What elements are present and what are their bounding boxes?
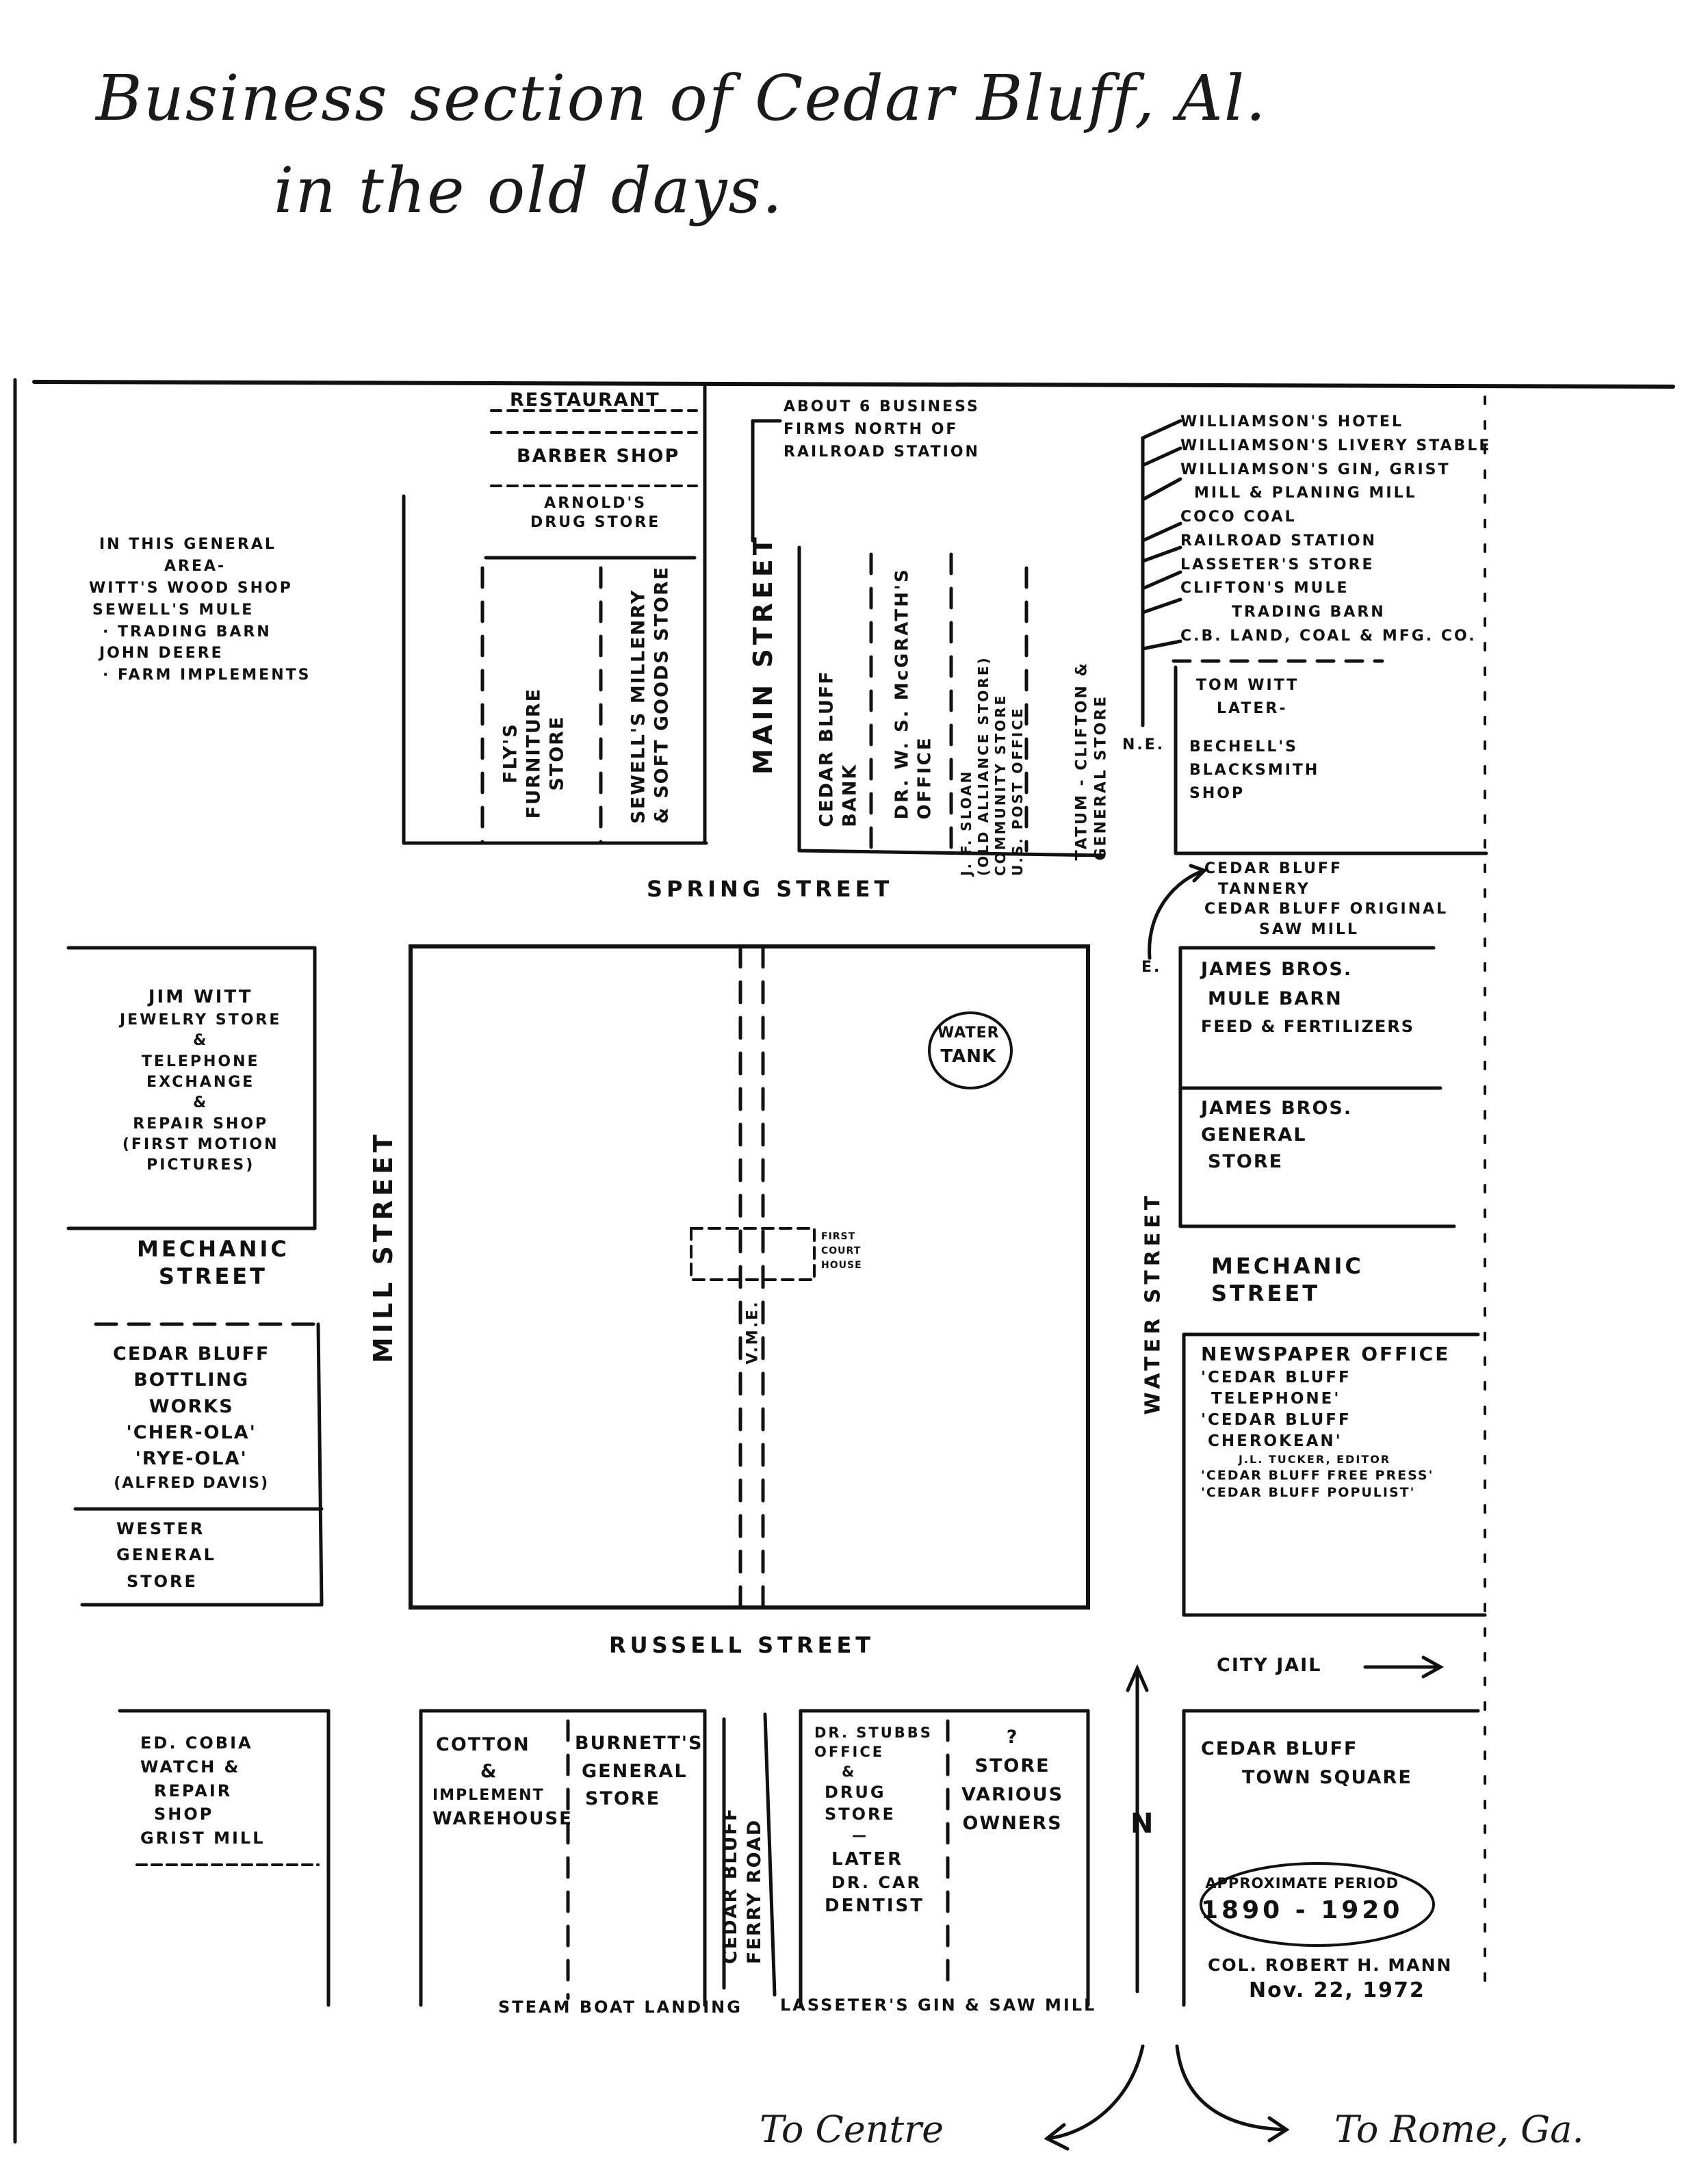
railroad-tracks-label: V.M.E. — [744, 1300, 762, 1365]
northwest-area-notes: IN THIS GENERAL AREA- WITT'S WOOD SHOP S… — [89, 536, 311, 684]
north-arrow-label: N — [1130, 1808, 1156, 1839]
james-bros-mule-barn-label: JAMES BROS. MULE BARN FEED & FERTILIZERS — [1201, 959, 1415, 1037]
spring-street-label: SPRING STREET — [647, 876, 894, 902]
to-centre-label: To Centre — [760, 2108, 944, 2151]
author-signature-label: COL. ROBERT H. MANN Nov. 22, 1972 — [1208, 1955, 1453, 2002]
water-street-label: WATER STREET — [1141, 1191, 1165, 1415]
russell-street-label: RUSSELL STREET — [609, 1632, 875, 1658]
cotton-warehouse-label: COTTON & IMPLEMENT WAREHOUSE — [432, 1734, 573, 1830]
to-rome-label: To Rome, Ga. — [1334, 2108, 1584, 2151]
burnetts-general-store-label: BURNETT'S GENERAL STORE — [575, 1733, 703, 1809]
steamboat-landing-label: STEAM BOAT LANDING — [498, 1998, 742, 2017]
map-title-line1: Business section of Cedar Bluff, Al. — [96, 62, 1267, 135]
northeast-businesses-list: WILLIAMSON'S HOTEL WILLIAMSON'S LIVERY S… — [1180, 413, 1492, 645]
cobia-watch-shop-label: ED. COBIA WATCH & REPAIR SHOP GRIST MILL — [140, 1733, 266, 1848]
bottling-works-label: CEDAR BLUFF BOTTLING WORKS 'CHER-OLA' 'R… — [113, 1343, 270, 1492]
main-street-label: MAIN STREET — [748, 533, 778, 775]
lasseters-gin-sawmill-label: LASSETER'S GIN & SAW MILL — [780, 1995, 1097, 2015]
city-jail-label: CITY JAIL — [1217, 1655, 1322, 1676]
wester-general-store-label: WESTER GENERAL STORE — [116, 1519, 216, 1591]
mill-street-label: MILL STREET — [368, 1131, 398, 1363]
tom-witt-blacksmith-label: TOM WITT LATER- BECHELL'S BLACKSMITH SHO… — [1189, 677, 1320, 803]
approximate-period-label: APPROXIMATE PERIOD 1890 - 1920 — [1201, 1875, 1403, 1925]
jim-witt-jewelry-store-label: JIM WITT JEWELRY STORE & TELEPHONE EXCHA… — [120, 987, 282, 1174]
e-label: E. — [1141, 959, 1162, 976]
map-title-line2: in the old days. — [274, 154, 784, 227]
stubbs-office-drug-store-label: DR. STUBBS OFFICE & DRUG STORE — LATER D… — [814, 1725, 933, 1916]
post-office-label: J. F. SLOAN(OLD ALLIANCE STORE)COMMUNITY… — [958, 656, 1026, 876]
restaurant-label: RESTAURANT — [510, 389, 660, 411]
ne-label: N.E. — [1122, 736, 1165, 753]
tannery-sawmill-label: CEDAR BLUFF TANNERY CEDAR BLUFF ORIGINAL… — [1204, 860, 1449, 939]
various-owners-store-label: ? STORE VARIOUS OWNERS — [961, 1727, 1064, 1834]
tatum-clifton-store-label: TATUM - CLIFTON &GENERAL STORE — [1073, 661, 1110, 861]
town-square-label: CEDAR BLUFF TOWN SQUARE — [1201, 1738, 1412, 1788]
millinery-store-label: SEWELL'S MILLENRY& SOFT GOODS STORE — [627, 565, 672, 824]
newspaper-office-label: NEWSPAPER OFFICE 'CEDAR BLUFF TELEPHONE'… — [1201, 1343, 1451, 1501]
james-bros-general-store-label: JAMES BROS. GENERAL STORE — [1201, 1098, 1353, 1173]
barber-shop-label: BARBER SHOP — [517, 445, 680, 467]
